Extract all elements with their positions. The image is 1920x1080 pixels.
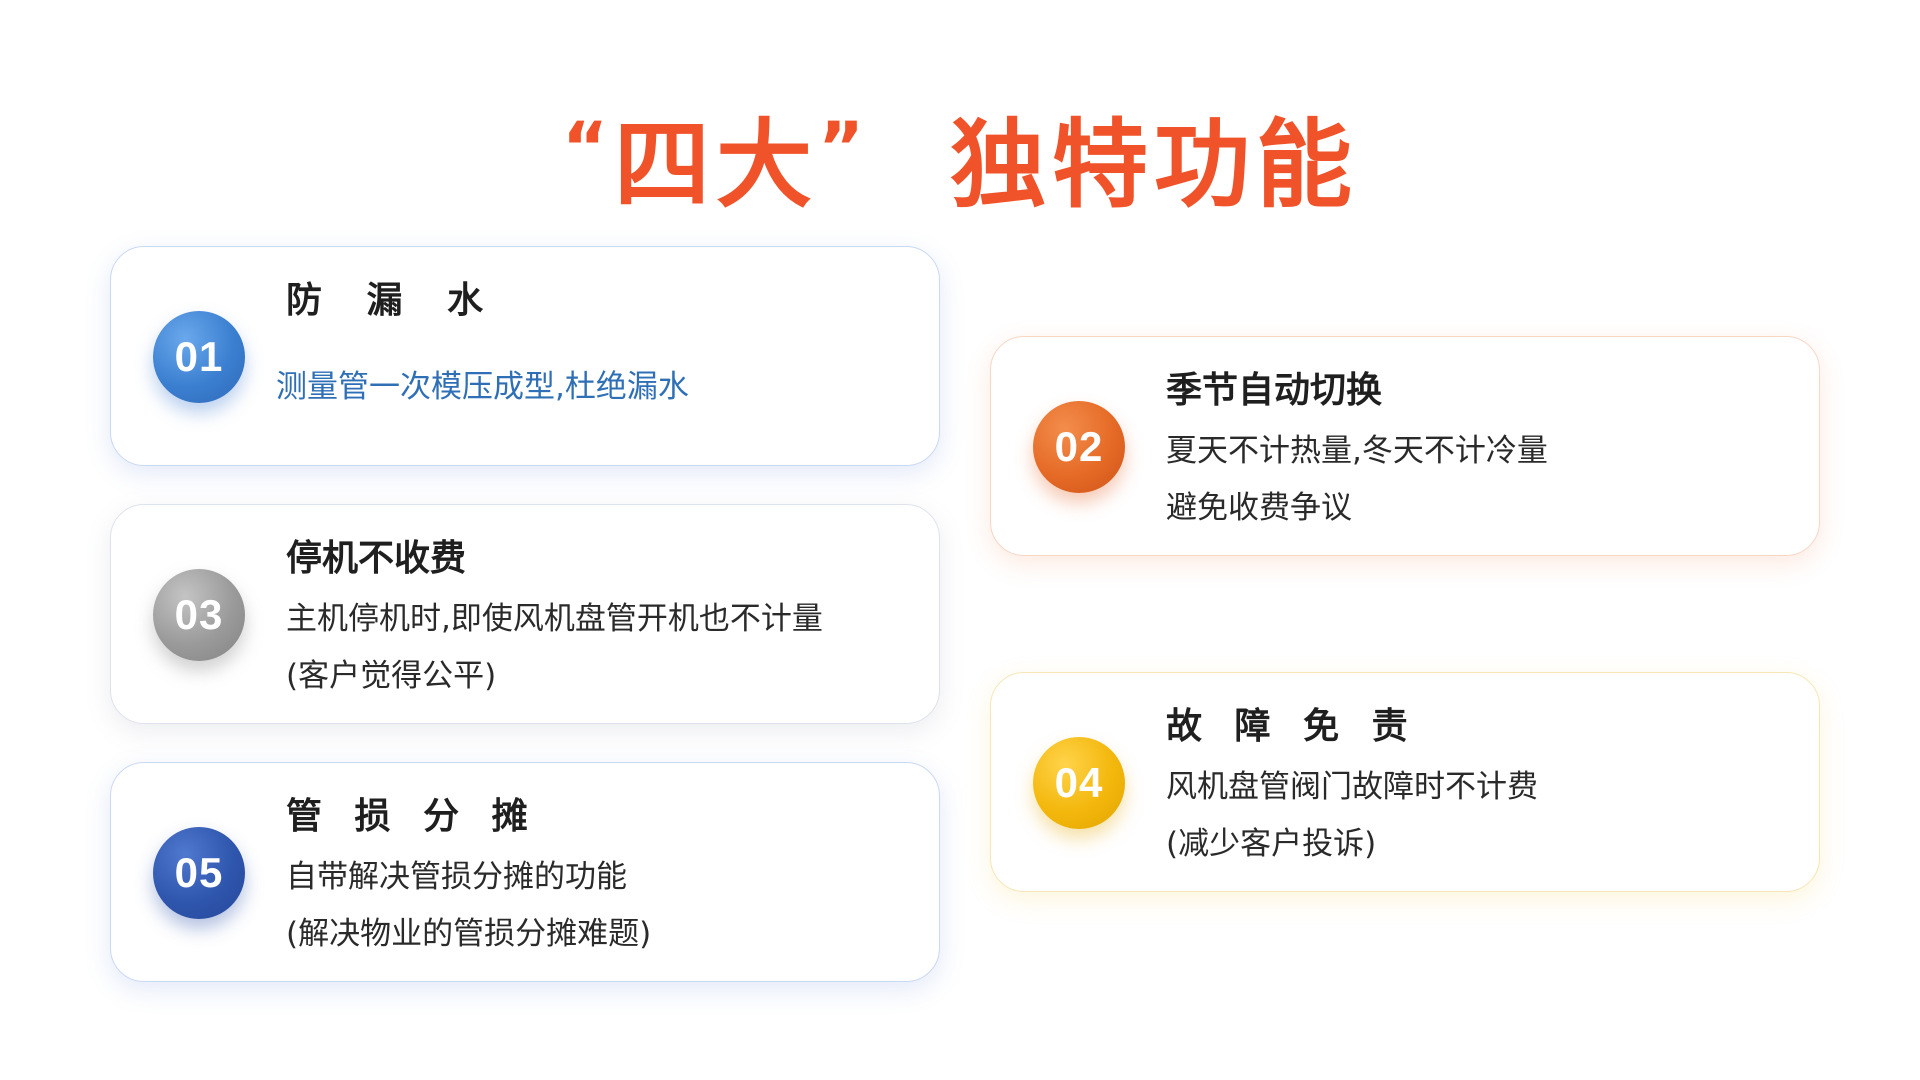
feature-description-line-1: 风机盘管阀门故障时不计费 [1166, 769, 1538, 805]
feature-title: 防 漏 水 [286, 280, 500, 321]
feature-card-01: 01 防 漏 水 测量管一次模压成型,杜绝漏水 [110, 246, 940, 466]
feature-description-line-1: 主机停机时,即使风机盘管开机也不计量 [286, 601, 823, 637]
feature-description-line-1: 夏天不计热量,冬天不计冷量 [1166, 433, 1548, 469]
feature-title: 季节自动切换 [1166, 370, 1383, 411]
feature-number-badge: 02 [1033, 401, 1125, 493]
feature-number-badge: 03 [153, 569, 245, 661]
title-open-quote: “ [561, 107, 614, 189]
feature-description-line-2: 避免收费争议 [1166, 490, 1352, 526]
feature-description-line-2: (解决物业的管损分摊难题) [286, 916, 652, 952]
title-rest: 独特功能 [950, 109, 1359, 221]
page-title: “四大” 独特功能 [0, 88, 1920, 225]
feature-card-05: 05 管 损 分 摊 自带解决管损分摊的功能 (解决物业的管损分摊难题) [110, 762, 940, 982]
feature-card-04: 04 故 障 免 责 风机盘管阀门故障时不计费 (减少客户投诉) [990, 672, 1820, 892]
feature-description: 测量管一次模压成型,杜绝漏水 [276, 369, 689, 405]
title-close-quote: ” [818, 107, 871, 189]
feature-description-line-2: (减少客户投诉) [1166, 826, 1377, 862]
feature-description-line-1: 自带解决管损分摊的功能 [286, 859, 627, 895]
feature-number-badge: 04 [1033, 737, 1125, 829]
feature-title: 管 损 分 摊 [286, 796, 538, 837]
feature-title: 故 障 免 责 [1166, 706, 1418, 747]
feature-card-03: 03 停机不收费 主机停机时,即使风机盘管开机也不计量 (客户觉得公平) [110, 504, 940, 724]
title-highlight: 四大 [614, 109, 818, 221]
feature-number-badge: 01 [153, 311, 245, 403]
feature-description-line-2: (客户觉得公平) [286, 658, 497, 694]
feature-title: 停机不收费 [286, 538, 467, 579]
feature-number-badge: 05 [153, 827, 245, 919]
feature-card-02: 02 季节自动切换 夏天不计热量,冬天不计冷量 避免收费争议 [990, 336, 1820, 556]
